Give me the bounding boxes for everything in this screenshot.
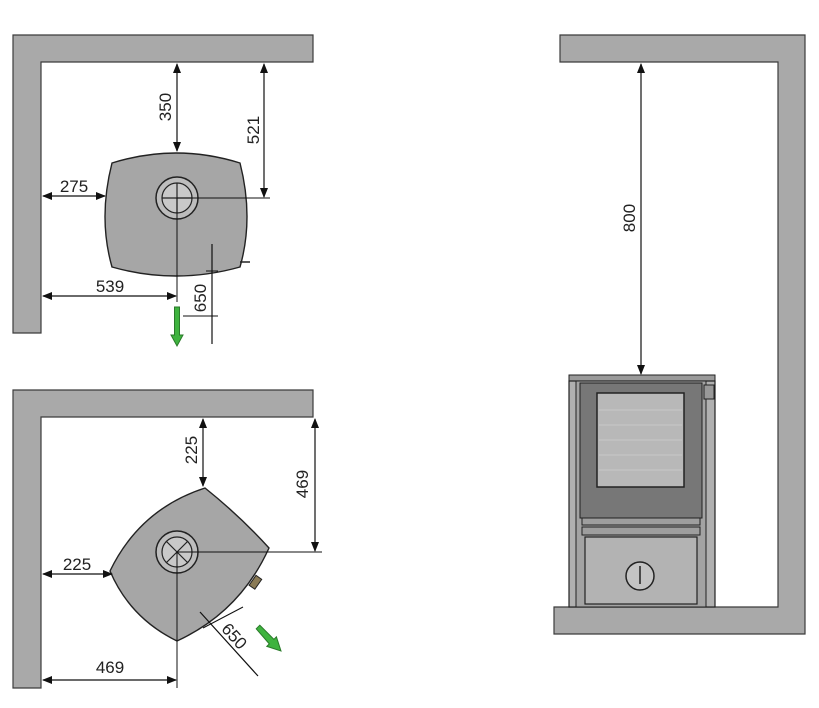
stove-front-icon: [568, 374, 716, 608]
top-view-corner-installation: 225 469 225 469 650: [12, 389, 322, 689]
dim-label-side: 275: [60, 177, 88, 196]
wall-l-shape: [12, 34, 314, 334]
dim-label-side-to-flue: 539: [96, 277, 124, 296]
front-elevation-view: 800: [553, 34, 806, 635]
dim-label-back: 350: [156, 93, 175, 121]
dim-line-front-corner: [199, 611, 259, 677]
dim-label-ceiling: 800: [620, 204, 639, 232]
dim-label-back-to-flue: 521: [244, 116, 263, 144]
green-arrow-icon: [170, 306, 184, 348]
dim-label-back-to-flue-corner: 469: [293, 470, 312, 498]
dim-label-side-to-flue-corner: 469: [96, 658, 124, 677]
green-arrow-icon: [255, 624, 282, 652]
dim-label-front-corner: 650: [218, 619, 251, 653]
air-control-knob-icon: [625, 561, 655, 591]
ext-line-front-corner: [202, 606, 244, 629]
ash-pan-handle-corner: [248, 574, 263, 590]
dim-label-front: 650: [191, 284, 210, 312]
wall-l-shape-corner: [12, 389, 314, 689]
dim-label-back-corner: 225: [182, 436, 201, 464]
wall-ceiling-shape: [553, 34, 806, 635]
top-view-wall-installation: 350 521 275 539 650: [12, 34, 314, 348]
dim-label-side-corner: 225: [63, 555, 91, 574]
